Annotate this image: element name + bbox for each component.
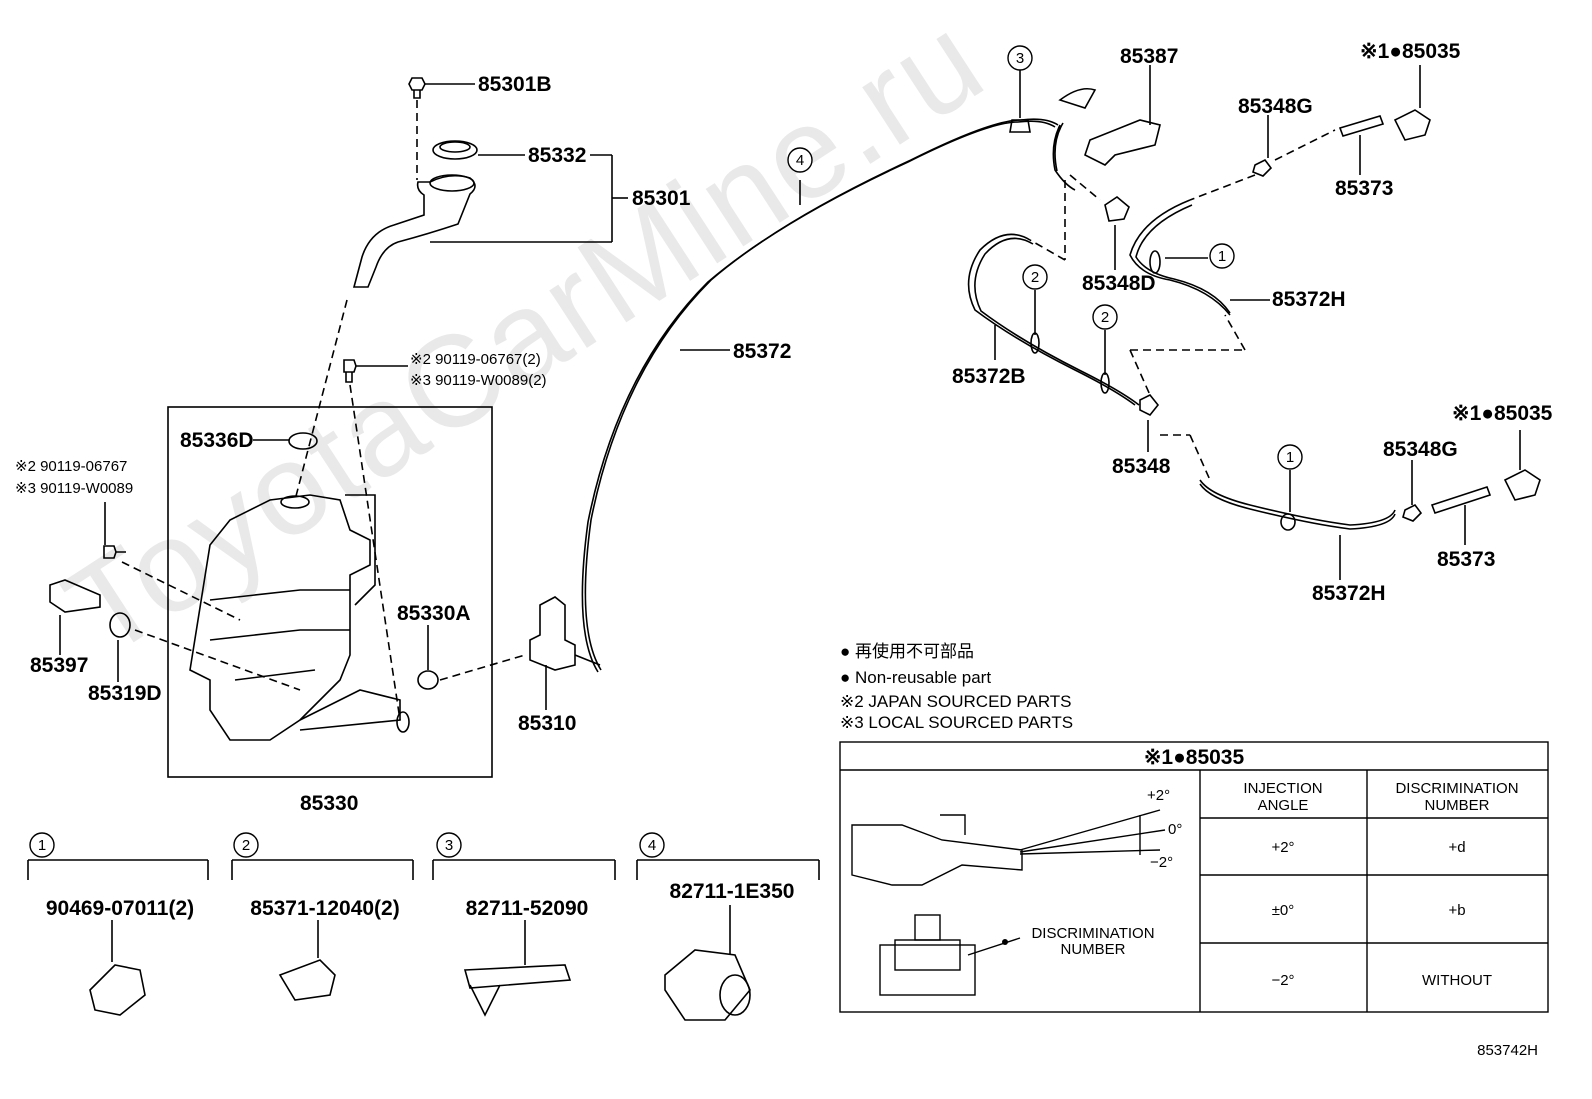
legend-nonreusable: ● Non-reusable part: [840, 668, 991, 687]
table-col1-line1: INJECTION: [1243, 780, 1322, 797]
nozzle-85035-top: [1393, 109, 1431, 141]
label-85348D: 85348D: [1082, 272, 1156, 295]
clip-2: [278, 959, 336, 1001]
callout-1: 1: [1218, 248, 1226, 265]
label-85035-top: ※1●85035: [1360, 40, 1461, 63]
label-85319D: 85319D: [88, 682, 162, 705]
callout-2: 2: [1031, 269, 1039, 286]
label-85372H-mid: 85372H: [1312, 582, 1386, 605]
clip-3: [463, 964, 572, 1017]
label-85301: 85301: [632, 187, 691, 210]
clip-index-2: 2: [242, 837, 250, 854]
label-90119-left-b: ※3 90119-W0089: [15, 480, 133, 497]
bolt-85301B: [408, 77, 426, 99]
level-sensor-85397: [49, 579, 101, 613]
callout-1b: 1: [1286, 449, 1294, 466]
table-row3-angle: −2°: [1271, 972, 1294, 989]
table-row1-angle: +2°: [1271, 839, 1294, 856]
label-85348G-top: 85348G: [1238, 95, 1313, 118]
nozzle-85035-mid: [1503, 469, 1541, 501]
callout-2b: 2: [1101, 309, 1109, 326]
label-85330: 85330: [300, 792, 358, 815]
label-85330A: 85330A: [397, 602, 471, 625]
callout-3: 3: [1016, 50, 1024, 67]
clip-1: [89, 964, 146, 1016]
label-85373-mid: 85373: [1437, 548, 1495, 571]
grommet-85336D: [288, 432, 318, 450]
hose-85372B: [967, 233, 1136, 406]
label-85397: 85397: [30, 654, 88, 677]
clip-part-1: 90469-07011(2): [46, 897, 194, 920]
label-85310: 85310: [518, 712, 576, 735]
label-85372: 85372: [733, 340, 791, 363]
label-85387: 85387: [1120, 45, 1178, 68]
table-col1-line2: ANGLE: [1258, 797, 1309, 814]
label-90119-left-a: ※2 90119-06767: [15, 458, 127, 475]
clip-part-3: 82711-52090: [466, 897, 589, 920]
table-title: ※1●85035: [1144, 746, 1245, 769]
label-85372B: 85372B: [952, 365, 1026, 388]
label-85372H-top: 85372H: [1272, 288, 1346, 311]
callout-4: 4: [796, 152, 804, 169]
table-col2-line2: NUMBER: [1424, 797, 1489, 814]
clip-4: [664, 949, 751, 1021]
clip-part-2: 85371-12040(2): [250, 897, 399, 920]
table-col2-line1: DISCRIMINATION: [1395, 780, 1518, 797]
hose-85372H-mid: [1199, 479, 1396, 526]
legend-japan: ※2 JAPAN SOURCED PARTS: [840, 692, 1072, 711]
label-85348: 85348: [1112, 455, 1171, 478]
filler-neck: [352, 174, 476, 288]
diagram-code: 853742H: [1477, 1042, 1538, 1059]
angle-zero: 0°: [1168, 821, 1182, 838]
disc-label-line1: DISCRIMINATION: [1031, 925, 1154, 942]
table-row2-angle: ±0°: [1272, 902, 1295, 919]
table-row3-number: WITHOUT: [1422, 972, 1492, 989]
hose-85372H-top: [1129, 199, 1231, 316]
washer-tank: [189, 494, 371, 741]
label-85332: 85332: [528, 144, 586, 167]
angle-minus2: −2°: [1150, 854, 1173, 871]
table-row1-number: +d: [1448, 839, 1465, 856]
cap-85332: [432, 140, 478, 160]
label-90119-top-a: ※2 90119-06767(2): [410, 351, 541, 368]
label-85035-mid: ※1●85035: [1452, 402, 1553, 425]
disc-label-line2: NUMBER: [1060, 941, 1125, 958]
tank-box-85330: [167, 406, 493, 778]
angle-plus2: +2°: [1147, 787, 1170, 804]
table-row2-number: +b: [1448, 902, 1465, 919]
clip-index-4: 4: [648, 837, 656, 854]
pump-85310: [529, 596, 576, 671]
label-85373-top: 85373: [1335, 177, 1393, 200]
legend-local: ※3 LOCAL SOURCED PARTS: [840, 713, 1073, 732]
bracket-85387: [1084, 119, 1161, 166]
clip-part-4: 82711-1E350: [670, 880, 795, 903]
label-90119-top-b: ※3 90119-W0089(2): [410, 372, 547, 389]
grommet-85319D: [109, 612, 131, 638]
label-85348G-mid: 85348G: [1383, 438, 1458, 461]
label-85301B: 85301B: [478, 73, 552, 96]
legend-jp-nonreusable: ● 再使用不可部品: [840, 641, 974, 661]
nozzle-table: [839, 741, 1549, 1013]
clip-index-1: 1: [38, 837, 46, 854]
clip-index-3: 3: [445, 837, 453, 854]
label-85336D: 85336D: [180, 429, 254, 452]
